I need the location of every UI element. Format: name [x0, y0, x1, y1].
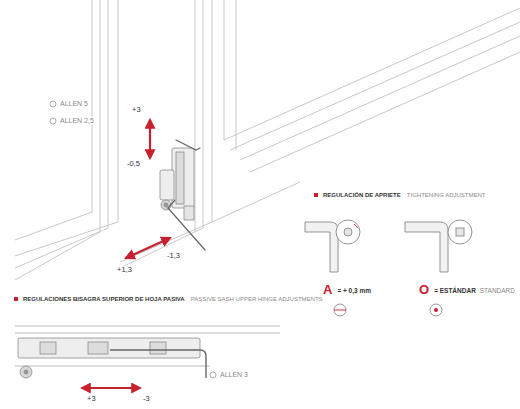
adjustment-value: +3	[131, 106, 142, 114]
adjustment-value: +1,3	[116, 266, 133, 274]
section-heading: REGULACIÓN DE APRIETE	[322, 192, 402, 199]
section-subheading: PASSIVE SASH UPPER HINGE ADJUSTMENTS	[190, 296, 324, 303]
adjustment-value: -3	[142, 395, 151, 403]
option-letter: O	[418, 283, 430, 297]
option-value: = ESTÁNDAR	[433, 287, 477, 294]
tool-option: ALLEN 3	[219, 371, 249, 379]
section-subheading: TIGHTENING ADJUSTMENT	[406, 192, 487, 199]
adjustment-value: -0,5	[126, 160, 141, 168]
adjustment-value: +3	[86, 395, 97, 403]
adjustment-value: -1,3	[166, 252, 181, 260]
tool-option: ALLEN 5	[59, 100, 89, 108]
option-letter: A	[322, 283, 333, 297]
tool-option: ALLEN 2,5	[59, 117, 95, 125]
section-heading: REGULACIONES BISAGRA SUPERIOR DE HOJA PA…	[22, 296, 186, 303]
option-value: = + 0,3 mm	[336, 287, 372, 294]
option-value-translation: STANDARD	[479, 287, 516, 294]
